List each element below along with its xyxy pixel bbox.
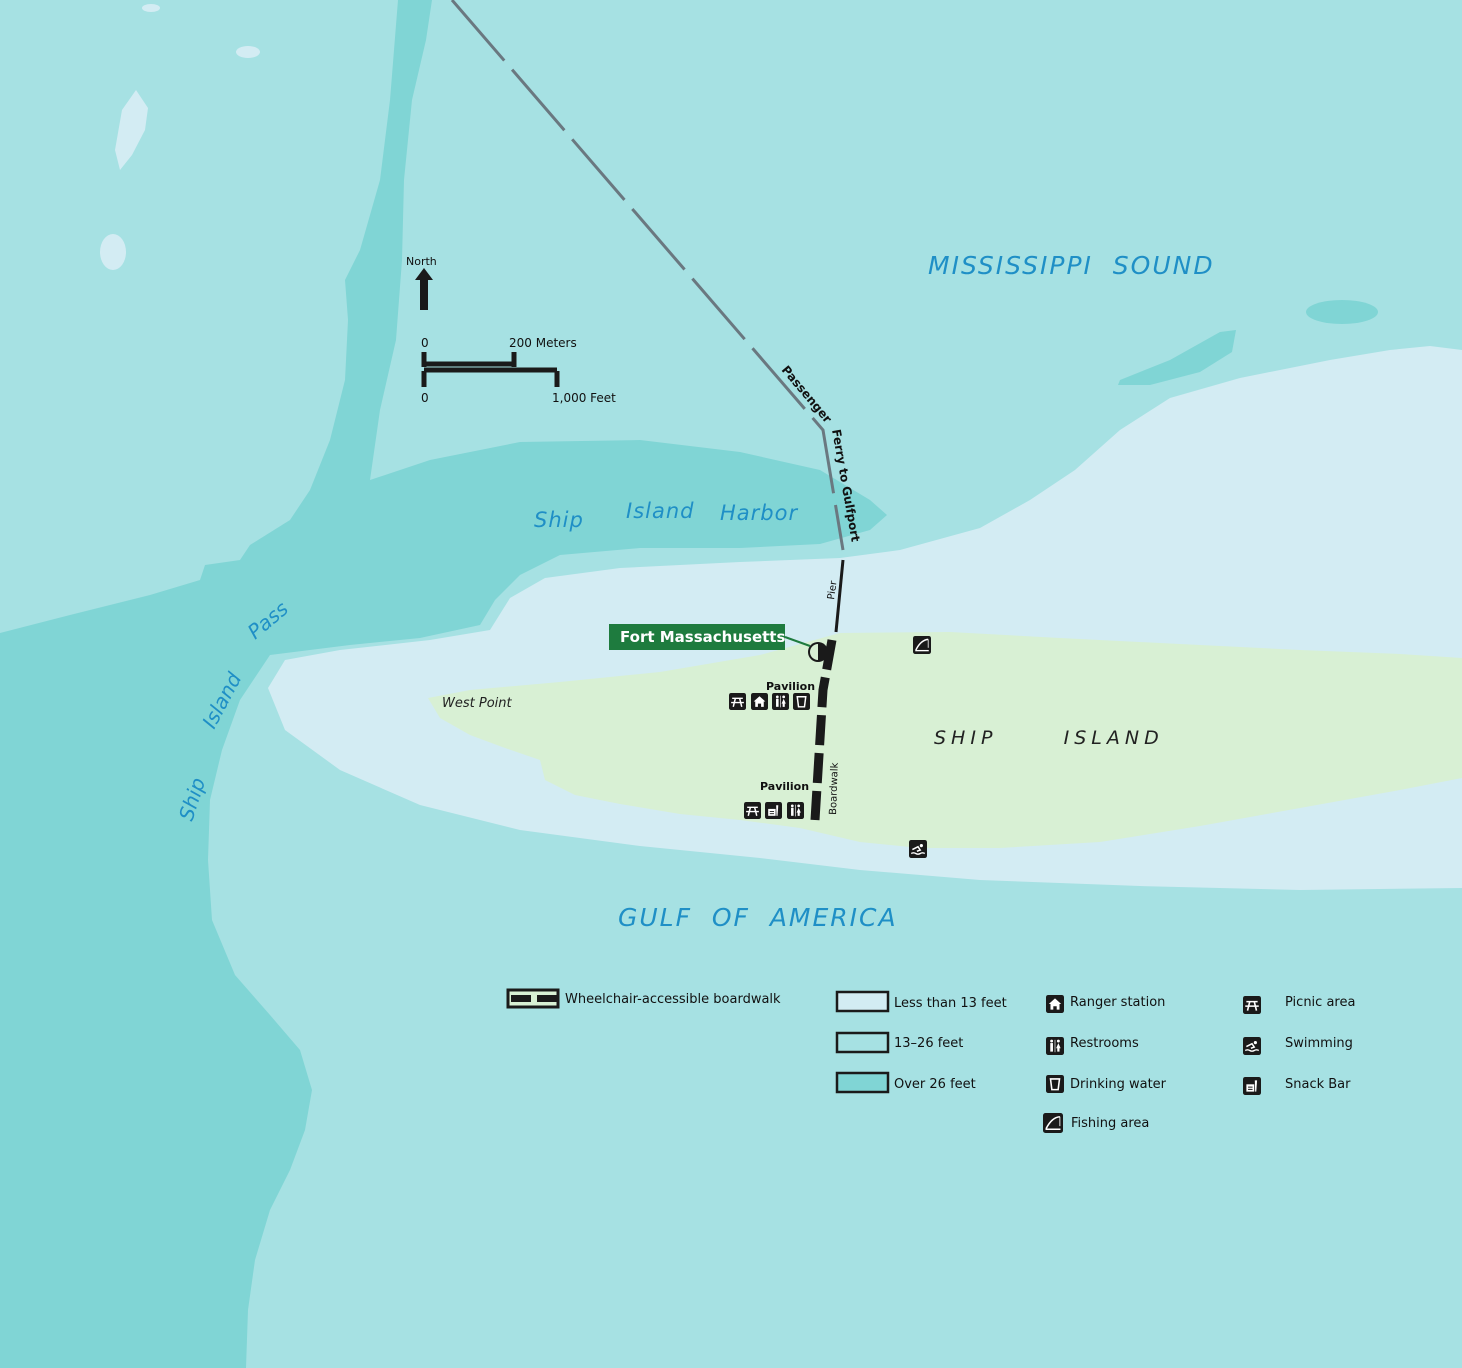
- legend-depth-1: Less than 13 feet: [835, 990, 1007, 1013]
- picnic-area-icon[interactable]: [744, 802, 761, 819]
- legend-depth-3-label: Over 26 feet: [894, 1077, 976, 1092]
- north-label: North: [406, 255, 437, 268]
- shallow-islet-4: [142, 4, 160, 12]
- deep-water-patch-east: [1118, 330, 1236, 385]
- north-arrow-icon: [415, 268, 433, 310]
- harbor-word-island: Island: [626, 499, 694, 523]
- restrooms-icon[interactable]: [772, 693, 789, 710]
- legend-boardwalk-label: Wheelchair-accessible boardwalk: [565, 992, 781, 1007]
- scale-bar: 0 200 Meters 0 1,000 Feet: [421, 336, 616, 405]
- pavilion-south-label: Pavilion: [760, 780, 809, 793]
- scale-feet-end: 1,000 Feet: [552, 391, 616, 405]
- drinking-water-icon: [1046, 1075, 1064, 1093]
- legend-swimming-label: Swimming: [1285, 1036, 1353, 1051]
- fishing-area-icon[interactable]: [913, 636, 931, 654]
- swimming-icon: [1243, 1037, 1261, 1055]
- ferry-route-line: [450, 0, 845, 551]
- pavilion-north-label: Pavilion: [766, 680, 815, 693]
- restrooms-icon[interactable]: [787, 802, 804, 819]
- legend-snack-label: Snack Bar: [1285, 1077, 1351, 1092]
- legend-depth-2: 13–26 feet: [835, 1031, 963, 1054]
- shallow-islet-3: [236, 46, 260, 58]
- picnic-area-icon: [1243, 996, 1261, 1014]
- fishing-area-icon: [1043, 1113, 1063, 1133]
- pier-line: [834, 559, 845, 633]
- deep-water-channel: [0, 0, 887, 1368]
- fort-massachusetts-label[interactable]: Fort Massachusetts: [609, 624, 811, 650]
- fort-name: Fort Massachusetts: [620, 628, 785, 646]
- harbor-word-ship: Ship: [534, 508, 584, 532]
- snack-bar-icon[interactable]: [765, 802, 782, 819]
- pier-label: Pier: [826, 579, 840, 600]
- legend-depth-2-label: 13–26 feet: [894, 1036, 963, 1051]
- harbor-word-harbor: Harbor: [720, 501, 798, 525]
- legend-picnic-label: Picnic area: [1285, 995, 1355, 1010]
- shallow-islet-2: [100, 234, 126, 270]
- legend-ranger-label: Ranger station: [1070, 995, 1165, 1010]
- picnic-area-icon[interactable]: [729, 693, 746, 710]
- swimming-icon[interactable]: [909, 840, 927, 858]
- mississippi-sound-label: MISSISSIPPI SOUND: [928, 251, 1215, 280]
- legend: Wheelchair-accessible boardwalk Less tha…: [506, 988, 1355, 1133]
- ranger-station-icon: [1046, 995, 1064, 1013]
- gulf-label: GULF OF AMERICA: [618, 903, 898, 932]
- ship-island-land: [428, 632, 1462, 848]
- restrooms-icon: [1046, 1037, 1064, 1055]
- ranger-station-icon[interactable]: [751, 693, 768, 710]
- fort-massachusetts-symbol[interactable]: [808, 642, 828, 662]
- drinking-water-icon[interactable]: [793, 693, 810, 710]
- snack-bar-icon: [1243, 1077, 1261, 1095]
- legend-fishing-label: Fishing area: [1071, 1116, 1149, 1131]
- deep-water-patch-northeast: [1306, 300, 1378, 324]
- legend-boardwalk: Wheelchair-accessible boardwalk: [506, 988, 781, 1009]
- scale-feet-zero: 0: [421, 391, 429, 405]
- boardwalk-label: Boardwalk: [828, 762, 841, 815]
- north-arrow: North: [406, 255, 437, 310]
- scale-meters-zero: 0: [421, 336, 429, 350]
- boardwalk-line: [810, 639, 837, 821]
- legend-depth-1-label: Less than 13 feet: [894, 996, 1007, 1011]
- legend-restrooms-label: Restrooms: [1070, 1036, 1139, 1051]
- west-point-label: West Point: [442, 696, 512, 711]
- shallow-islet-1: [115, 90, 148, 170]
- legend-depth-3: Over 26 feet: [835, 1071, 976, 1094]
- ship-island-label: SHIP ISLAND: [934, 727, 1164, 749]
- legend-water-label: Drinking water: [1070, 1077, 1167, 1092]
- scale-meters-end: 200 Meters: [509, 336, 577, 350]
